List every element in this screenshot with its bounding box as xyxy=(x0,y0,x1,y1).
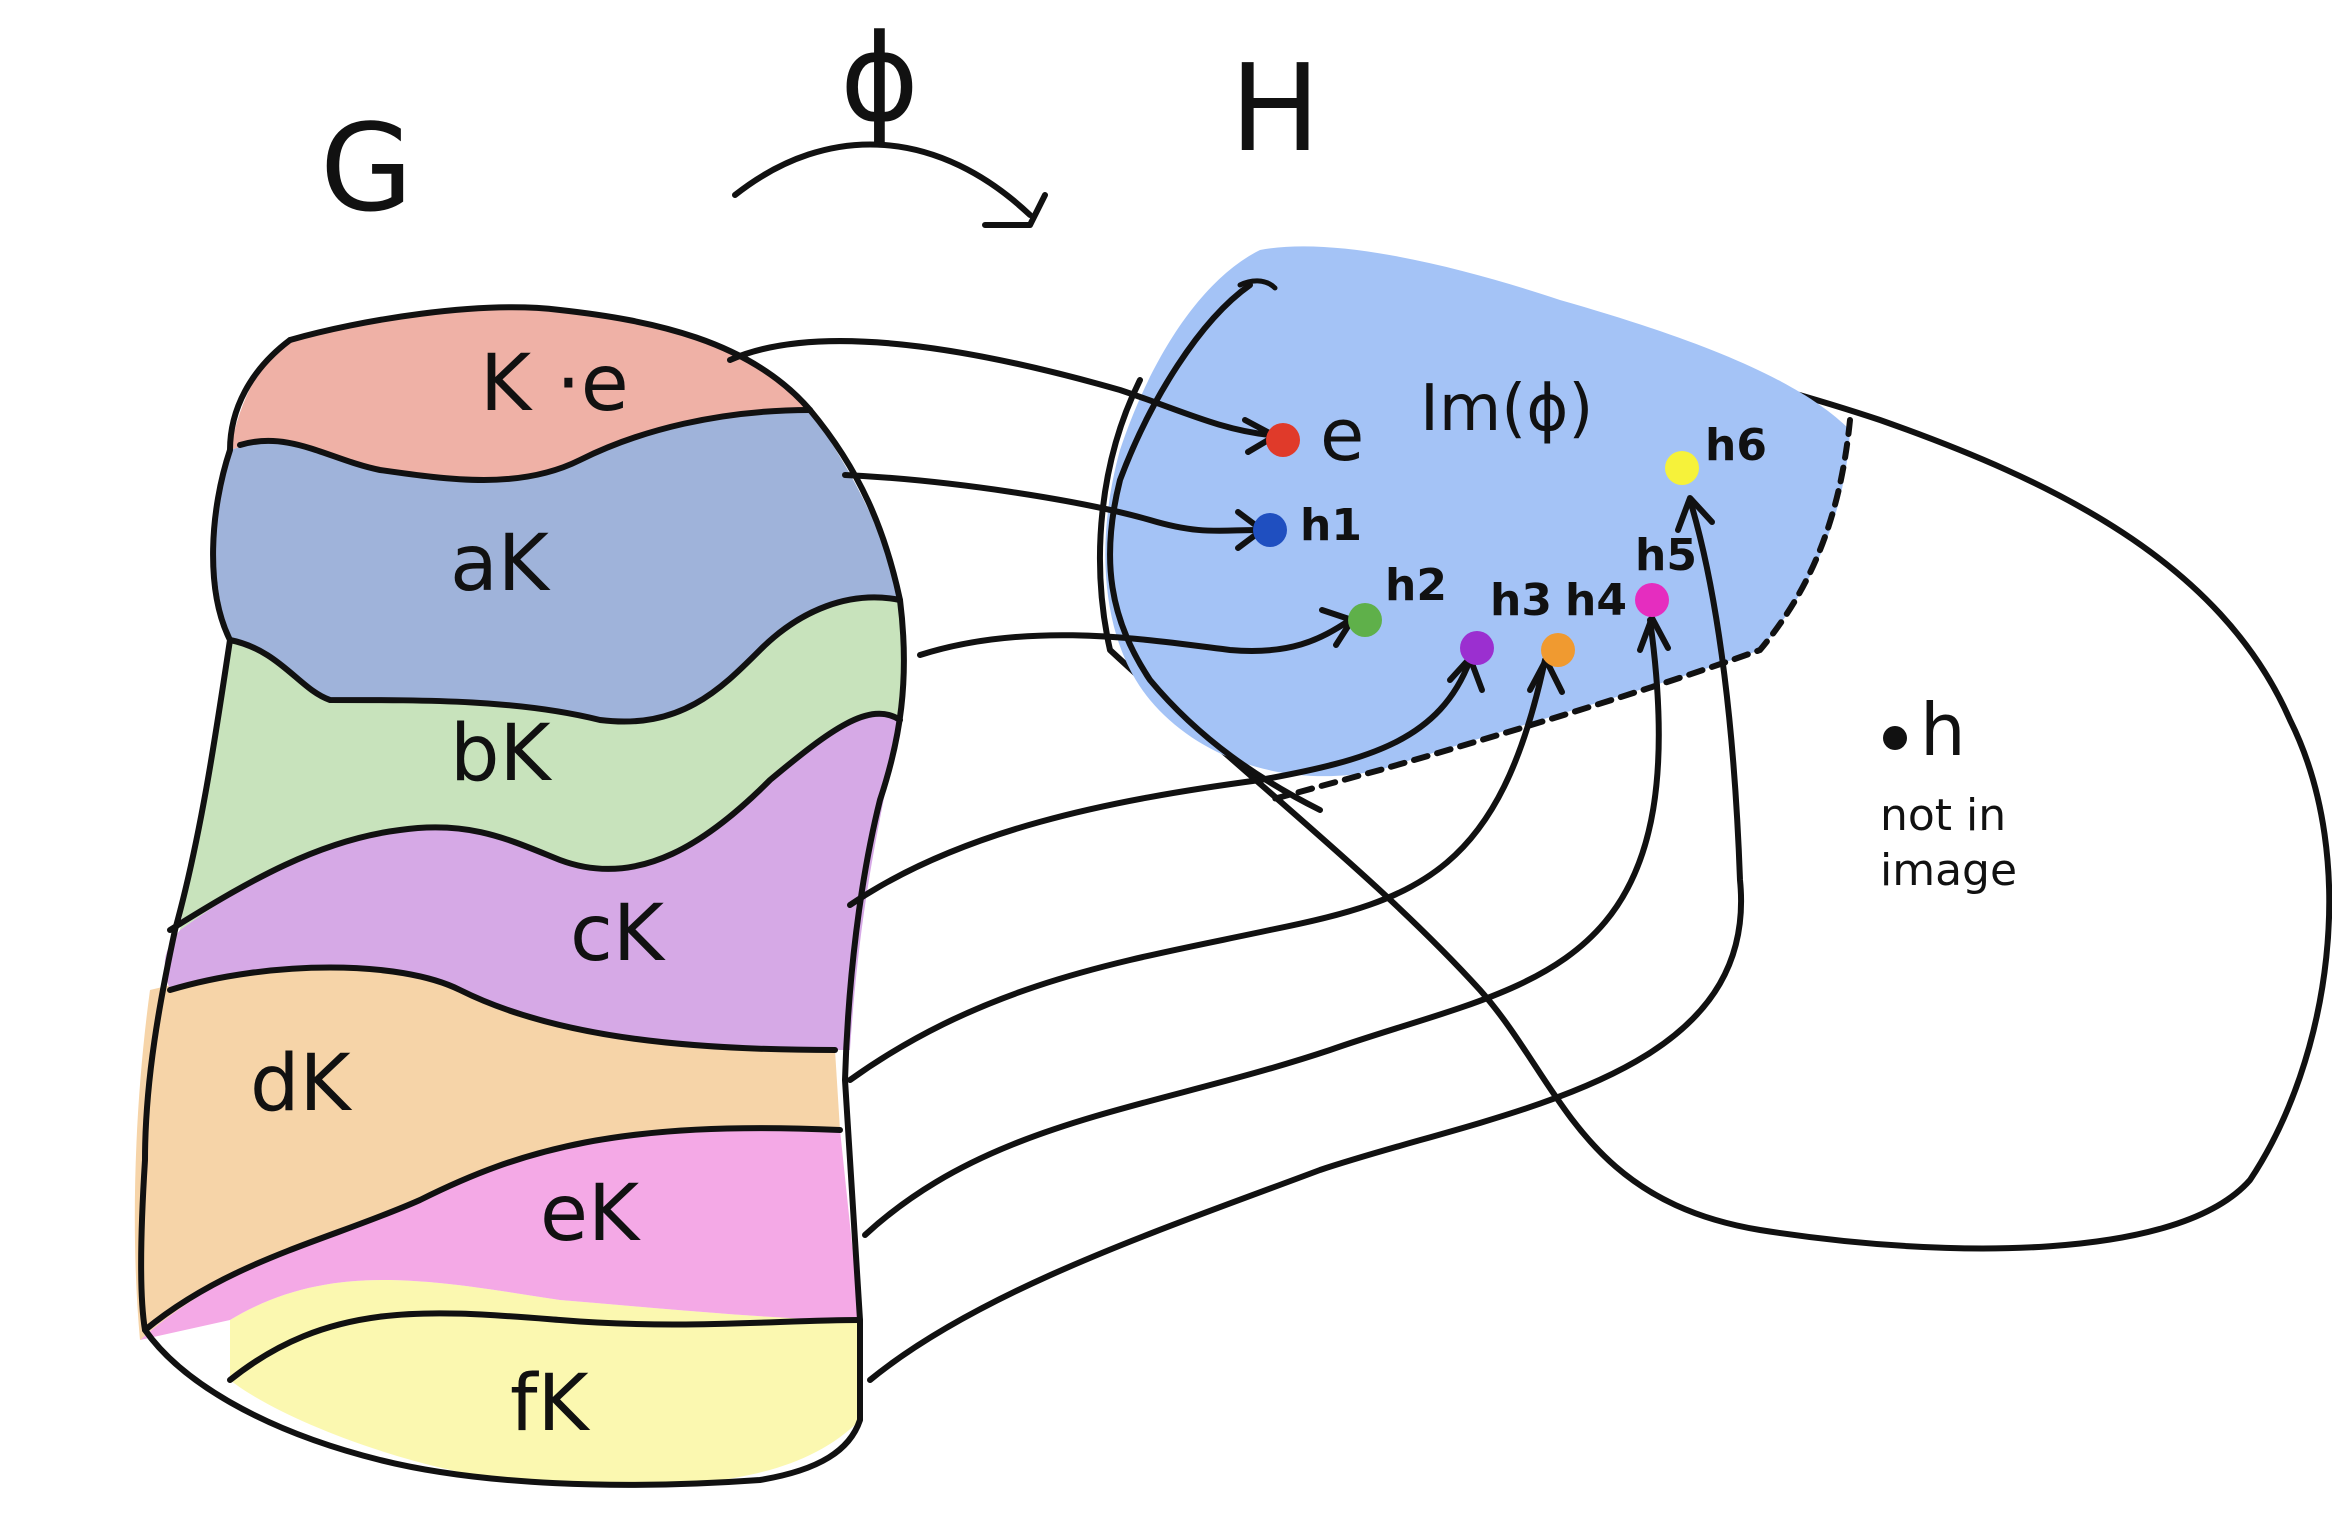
coset-label-Ke: K ·e xyxy=(480,339,629,429)
point-h3-label: h3 xyxy=(1490,575,1552,626)
image-region xyxy=(1105,246,1850,777)
point-e-label: e xyxy=(1320,393,1364,477)
point-h4-dot xyxy=(1541,633,1575,667)
point-h1-label: h1 xyxy=(1300,500,1362,551)
point-h3-dot xyxy=(1460,631,1494,665)
coset-Ke-region xyxy=(230,307,810,480)
coset-label-aK: aK xyxy=(450,519,551,609)
coset-label-fK: fK xyxy=(510,1359,590,1449)
coset-label-cK: cK xyxy=(570,889,666,979)
point-h2-dot xyxy=(1348,603,1382,637)
group-g-label: G xyxy=(320,100,413,239)
point-h1-dot xyxy=(1253,513,1287,547)
group-h-label: H xyxy=(1230,40,1320,179)
phi-arrow xyxy=(732,141,1048,228)
point-h4-label: h4 xyxy=(1565,575,1627,626)
point-e-dot xyxy=(1266,423,1300,457)
coset-eK-region xyxy=(140,1128,860,1340)
point-h2-label: h2 xyxy=(1385,560,1447,611)
coset-dK-region xyxy=(134,967,840,1340)
coset-stack xyxy=(134,304,907,1488)
coset-label-dK: dK xyxy=(250,1039,353,1129)
point-h5-label: h5 xyxy=(1635,530,1697,581)
point-h6-label: h6 xyxy=(1705,420,1767,471)
coset-label-bK: bK xyxy=(450,709,553,799)
phi-map-label: ϕ xyxy=(840,10,919,149)
coset-aK-region xyxy=(215,410,900,722)
point-h-outside-dot xyxy=(1883,726,1907,750)
coset-bK-region xyxy=(180,597,905,930)
coset-label-eK: eK xyxy=(540,1169,641,1259)
point-h5-dot xyxy=(1635,583,1669,617)
not-in-image-note-line2: image xyxy=(1880,845,2017,896)
not-in-image-note-line1: not in xyxy=(1880,790,2006,841)
image-label: Im(ϕ) xyxy=(1420,372,1593,446)
point-h6-dot xyxy=(1665,451,1699,485)
point-h-outside-label: h xyxy=(1920,688,1966,772)
coset-fK-region xyxy=(230,1280,860,1487)
